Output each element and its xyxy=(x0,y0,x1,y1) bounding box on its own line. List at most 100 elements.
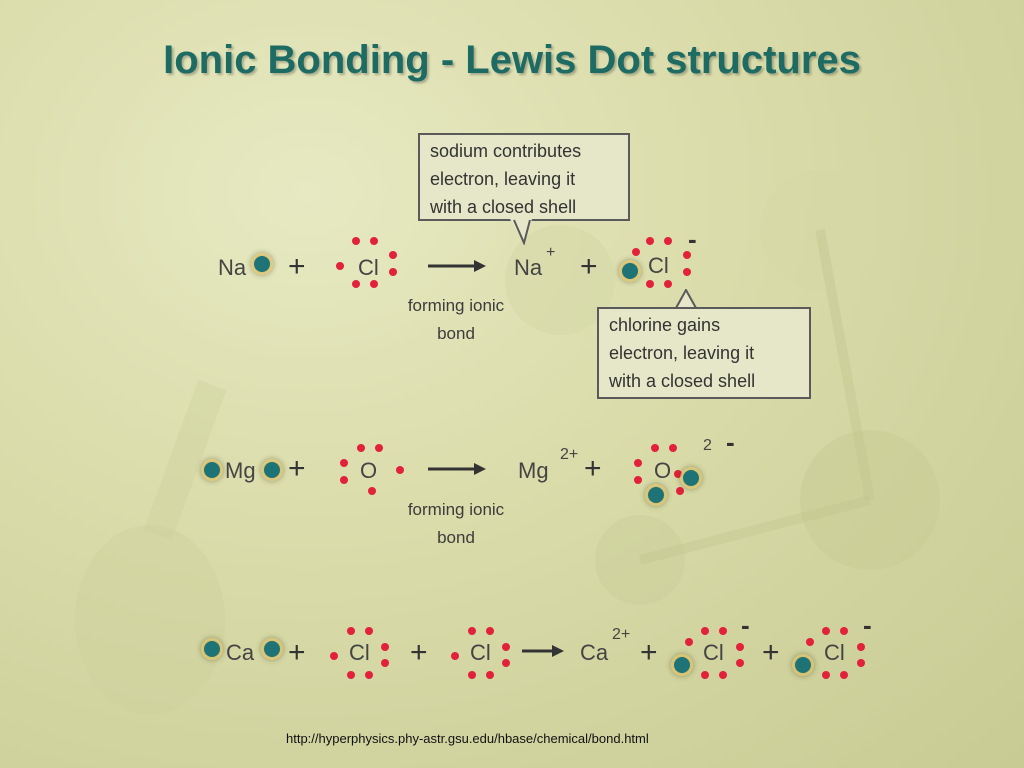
electron-dot xyxy=(340,459,348,467)
transferred-electron xyxy=(795,657,811,673)
electron-dot xyxy=(502,643,510,651)
electron-dot xyxy=(396,466,404,474)
calcium-electron xyxy=(264,641,280,657)
callout-line: with a closed shell xyxy=(609,371,756,391)
electron-dot xyxy=(683,251,691,259)
electron-dot xyxy=(664,280,672,288)
electron-dot xyxy=(347,627,355,635)
o-ion-charge-sign: - xyxy=(726,427,735,457)
transferred-electron xyxy=(674,657,690,673)
cl-ion-charge: - xyxy=(741,610,750,640)
transferred-electron xyxy=(683,470,699,486)
electron-dot xyxy=(857,659,865,667)
electron-dot xyxy=(634,459,642,467)
chlorine-callout-pointer xyxy=(675,289,697,309)
forming-bond-line: forming ionic xyxy=(407,296,505,315)
reaction-arrow xyxy=(522,645,564,657)
o-ion-symbol: O xyxy=(654,458,672,483)
electron-dot xyxy=(502,659,510,667)
na-symbol: Na xyxy=(218,255,247,280)
na-ion-charge: + xyxy=(546,244,556,261)
electron-dot xyxy=(381,643,389,651)
electron-dot xyxy=(352,280,360,288)
mg-ion-symbol: Mg xyxy=(518,458,549,483)
electron-dot xyxy=(365,671,373,679)
callout-line: sodium contributes xyxy=(430,141,582,161)
source-url: http://hyperphysics.phy-astr.gsu.edu/hba… xyxy=(286,731,649,746)
electron-dot xyxy=(389,268,397,276)
electron-dot xyxy=(365,627,373,635)
plus-sign: + xyxy=(580,250,598,283)
o-symbol: O xyxy=(360,458,378,483)
chlorine-callout: chlorine gains electron, leaving it with… xyxy=(597,307,811,399)
electron-dot xyxy=(352,237,360,245)
cl-symbol: Cl xyxy=(349,640,370,665)
cl-ion-charge: - xyxy=(688,224,697,254)
electron-dot xyxy=(822,671,830,679)
transferred-electron xyxy=(648,487,664,503)
electron-dot xyxy=(840,671,848,679)
electron-dot xyxy=(370,237,378,245)
electron-dot xyxy=(486,627,494,635)
o-ion-charge-number: 2 xyxy=(703,437,712,454)
plus-sign: + xyxy=(288,452,306,485)
ca-ion-charge: 2+ xyxy=(612,626,631,643)
electron-dot xyxy=(669,444,677,452)
callout-line: with a closed shell xyxy=(430,197,577,217)
plus-sign: + xyxy=(762,636,780,669)
sodium-electron xyxy=(254,256,270,272)
electron-dot xyxy=(651,444,659,452)
plus-sign: + xyxy=(640,636,658,669)
electron-dot xyxy=(634,476,642,484)
plus-sign: + xyxy=(584,452,602,485)
callout-line: chlorine gains xyxy=(609,315,721,335)
electron-dot xyxy=(674,470,682,478)
electron-dot xyxy=(389,251,397,259)
electron-dot xyxy=(685,638,693,646)
electron-dot xyxy=(736,659,744,667)
cl-ion-symbol: Cl xyxy=(648,253,669,278)
electron-dot xyxy=(330,652,338,660)
electron-dot xyxy=(468,671,476,679)
reaction-arrow xyxy=(428,463,486,475)
forming-bond-label: forming ionic bond xyxy=(384,292,528,348)
forming-bond-line: forming ionic xyxy=(407,500,505,519)
electron-dot xyxy=(336,262,344,270)
cl-ion-symbol: Cl xyxy=(703,640,724,665)
na-ion-symbol: Na xyxy=(514,255,543,280)
electron-dot xyxy=(632,248,640,256)
electron-dot xyxy=(664,237,672,245)
forming-bond-line: bond xyxy=(437,324,475,343)
electron-dot xyxy=(646,280,654,288)
electron-dot xyxy=(719,627,727,635)
callout-line: electron, leaving it xyxy=(430,169,576,189)
electron-dot xyxy=(357,444,365,452)
electron-dot xyxy=(468,627,476,635)
electron-dot xyxy=(736,643,744,651)
reaction-arrow xyxy=(428,260,486,272)
electron-dot xyxy=(368,487,376,495)
ca-symbol: Ca xyxy=(226,640,255,665)
electron-dot xyxy=(683,268,691,276)
electron-dot xyxy=(676,487,684,495)
electron-dot xyxy=(486,671,494,679)
electron-dot xyxy=(340,476,348,484)
cl-symbol: Cl xyxy=(358,255,379,280)
transferred-electron xyxy=(622,263,638,279)
electron-dot xyxy=(857,643,865,651)
forming-bond-label: forming ionic bond xyxy=(384,496,528,552)
ca-ion-symbol: Ca xyxy=(580,640,609,665)
electron-dot xyxy=(840,627,848,635)
plus-sign: + xyxy=(410,636,428,669)
plus-sign: + xyxy=(288,250,306,283)
sodium-callout: sodium contributes electron, leaving it … xyxy=(418,133,630,221)
electron-dot xyxy=(701,671,709,679)
plus-sign: + xyxy=(288,636,306,669)
slide-title: Ionic Bonding - Lewis Dot structures xyxy=(163,38,861,82)
electron-dot xyxy=(822,627,830,635)
electron-dot xyxy=(806,638,814,646)
cl-ion-charge: - xyxy=(863,610,872,640)
sodium-callout-pointer xyxy=(510,219,532,245)
callout-line: electron, leaving it xyxy=(609,343,755,363)
